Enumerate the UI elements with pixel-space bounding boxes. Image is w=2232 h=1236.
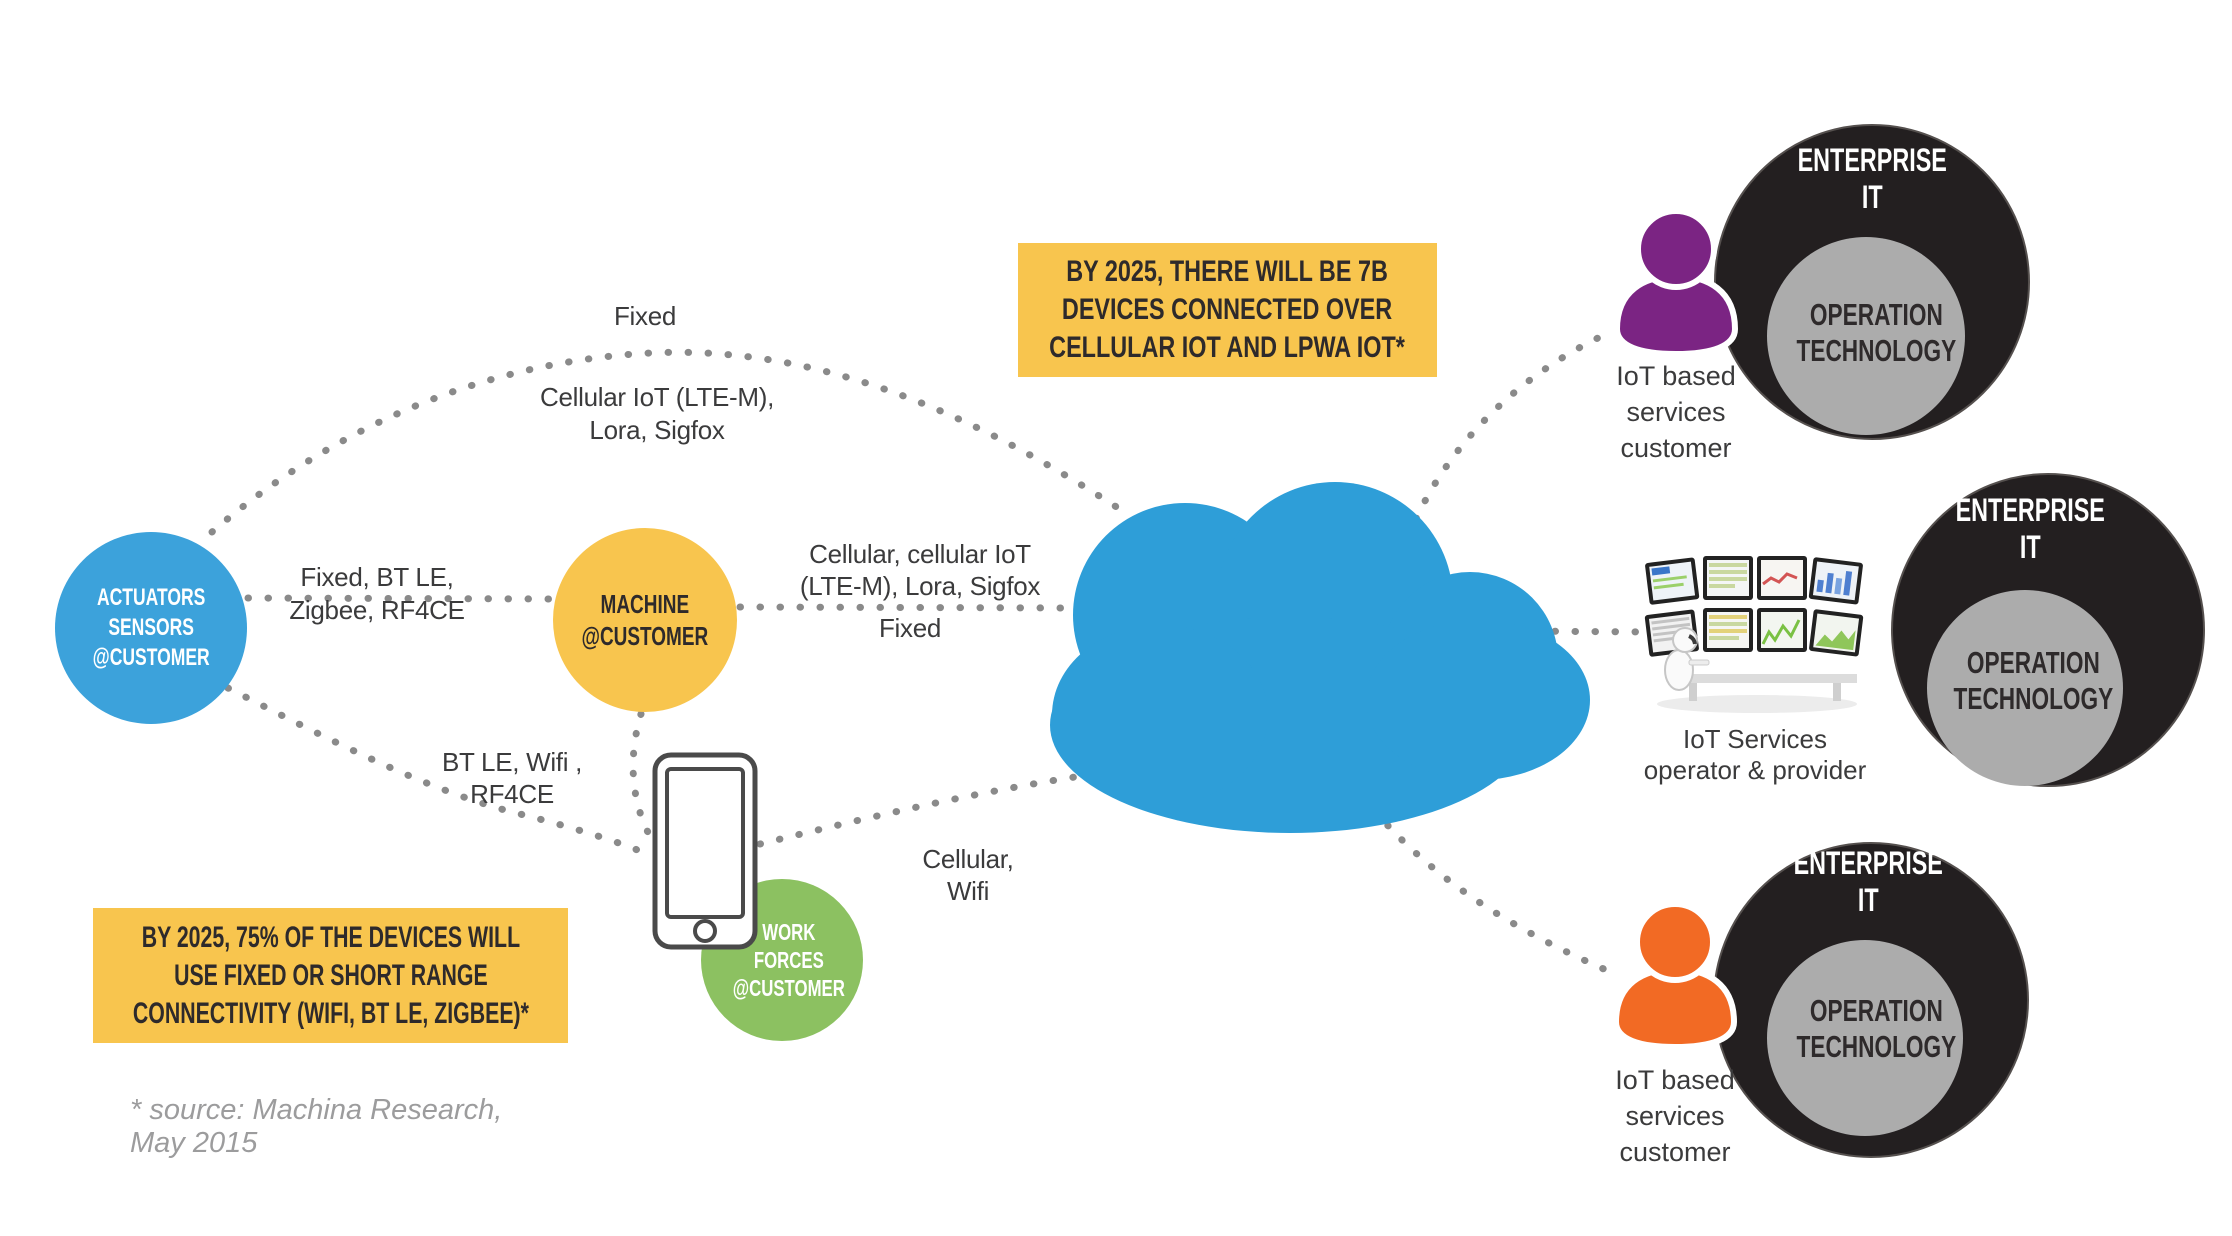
- label-iot-services-customer-bottom: IoT based services customer: [1615, 1065, 1735, 1167]
- callout-7b-devices: BY 2025, THERE WILL BE 7B DEVICES CONNEC…: [1018, 243, 1437, 377]
- callout-75-percent: BY 2025, 75% OF THE DEVICES WILL USE FIX…: [93, 908, 568, 1043]
- enterprise-line2: IT: [1857, 882, 1879, 919]
- node-workforces-label: WORK FORCES @CUSTOMER: [733, 918, 845, 1002]
- operation-technology-circle-bottom: [1767, 940, 1963, 1136]
- enterprise-line1: ENTERPRISE: [1793, 845, 1943, 881]
- enterprise-it-label-bottom: ENTERPRISE IT: [1710, 845, 2026, 920]
- operation-line2: TECHNOLOGY: [1796, 332, 1957, 368]
- link-workforces-cloud-line: [756, 773, 1079, 848]
- enterprise-line1: ENTERPRISE: [1955, 492, 2105, 528]
- label-fixed-btle-zigbee: Fixed, BT LE, Zigbee, RF4CE: [289, 562, 465, 625]
- label-fixed-bottom: Fixed: [878, 613, 942, 643]
- operation-line2: TECHNOLOGY: [1796, 1028, 1957, 1064]
- link-actuators-cloud-line: [208, 348, 1122, 536]
- node-machine-line1: MACHINE: [600, 589, 690, 619]
- node-actuators-sensors: ACTUATORS SENSORS @CUSTOMER: [55, 532, 247, 724]
- label-cellular-iot-lora-sigfox: Cellular IoT (LTE-M), Lora, Sigfox: [540, 382, 774, 445]
- control-room-illustration: [1644, 556, 1864, 713]
- node-workforces-line1: WORK: [762, 919, 816, 945]
- node-machine: MACHINE @CUSTOMER: [553, 528, 737, 712]
- link-machine-workforces-line: [629, 710, 659, 849]
- operation-line2: TECHNOLOGY: [1953, 680, 2114, 716]
- enterprise-line2: IT: [1861, 179, 1883, 216]
- node-machine-line2: @CUSTOMER: [581, 621, 709, 651]
- node-workforces-line3: @CUSTOMER: [732, 975, 846, 1001]
- enterprise-line1: ENTERPRISE: [1797, 142, 1947, 178]
- operation-technology-label-top: OPERATION TECHNOLOGY: [1767, 297, 1965, 369]
- node-actuators-line3: @CUSTOMER: [92, 644, 210, 671]
- smartphone-icon: [652, 752, 758, 950]
- source-note: * source: Machina Research, May 2015: [130, 1094, 503, 1159]
- enterprise-line2: IT: [2019, 529, 2041, 566]
- link-machine-cloud-line: [736, 603, 1066, 612]
- operation-line1: OPERATION: [1809, 993, 1943, 1028]
- operation-line1: OPERATION: [1809, 297, 1943, 332]
- operation-technology-label-bottom: OPERATION TECHNOLOGY: [1767, 993, 1965, 1065]
- node-workforces-line2: FORCES: [754, 947, 824, 973]
- node-actuators-line1: ACTUATORS: [96, 584, 206, 611]
- person-icon-customer-bottom: [1612, 901, 1738, 1051]
- cloud-icon: [1050, 482, 1590, 833]
- node-machine-label: MACHINE @CUSTOMER: [582, 588, 709, 652]
- enterprise-it-label-top: ENTERPRISE IT: [1714, 142, 2030, 217]
- node-actuators-label: ACTUATORS SENSORS @CUSTOMER: [92, 583, 209, 673]
- label-iot-services-customer-top: IoT based services customer: [1616, 361, 1736, 463]
- operation-technology-circle-middle: [1927, 590, 2123, 786]
- operator-figure: [1664, 627, 1710, 691]
- link-cloud-customer-top-line: [1398, 332, 1606, 560]
- person-icon-customer-top: [1613, 208, 1739, 358]
- label-cellular-cellular-iot: Cellular, cellular IoT (LTE-M), Lora, Si…: [799, 539, 1041, 601]
- label-btle-wifi-rf4ce: BT LE, Wifi , RF4CE: [441, 747, 583, 809]
- operation-technology-label-middle: OPERATION TECHNOLOGY: [1924, 645, 2122, 717]
- operation-technology-circle-top: [1767, 237, 1965, 435]
- node-actuators-line2: SENSORS: [108, 614, 194, 641]
- label-fixed-top: Fixed: [613, 301, 677, 331]
- operation-line1: OPERATION: [1966, 645, 2100, 680]
- label-cellular-wifi: Cellular, Wifi: [922, 844, 1014, 906]
- enterprise-it-label-middle: ENTERPRISE IT: [1872, 492, 2188, 567]
- label-iot-services-operator: IoT Services operator & provider: [1643, 724, 1867, 785]
